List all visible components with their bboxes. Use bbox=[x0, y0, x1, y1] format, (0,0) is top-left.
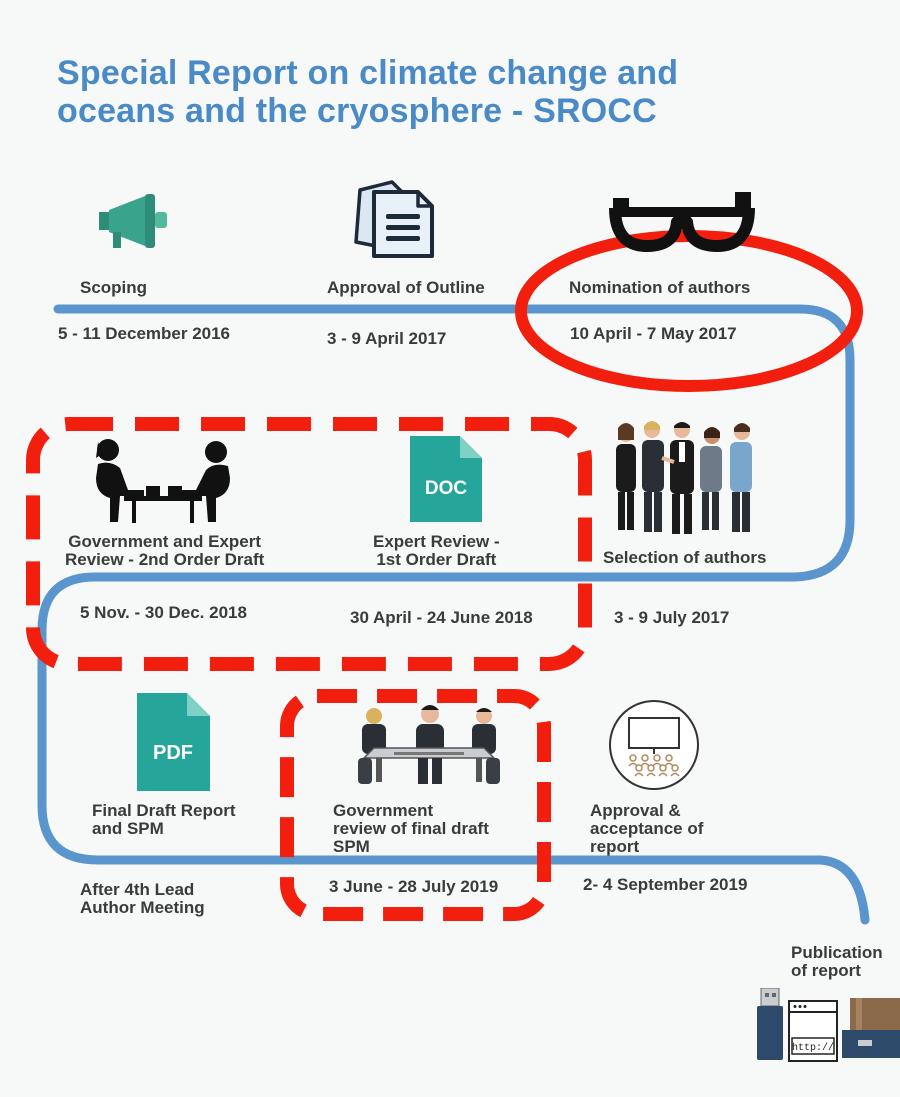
label-line: acceptance of bbox=[590, 819, 704, 838]
label-line: of report bbox=[791, 961, 861, 980]
highlight-dashed-box-spm bbox=[280, 689, 551, 921]
stage-label-approval-outline: Approval of Outline bbox=[327, 278, 485, 297]
label-line: Approval & bbox=[590, 801, 681, 820]
date-line: Author Meeting bbox=[80, 898, 205, 917]
stage-label-publication: Publication of report bbox=[791, 944, 883, 980]
stage-label-selection: Selection of authors bbox=[603, 548, 767, 567]
doc-file-icon: DOC bbox=[410, 436, 482, 522]
label-line: Expert Review - bbox=[373, 532, 500, 551]
label-line: and SPM bbox=[92, 819, 164, 838]
stage-date-nomination: 10 April - 7 May 2017 bbox=[570, 324, 737, 343]
title-line-2: oceans and the cryosphere - SROCC bbox=[57, 92, 657, 130]
stage-label-final-draft: Final Draft Report and SPM bbox=[92, 802, 236, 838]
date-line: After 4th Lead bbox=[80, 880, 195, 899]
stage-label-approval-acceptance: Approval & acceptance of report bbox=[590, 802, 703, 856]
label-line: report bbox=[590, 837, 640, 856]
doc-icon-text: DOC bbox=[425, 478, 468, 499]
people-group-icon bbox=[616, 421, 752, 534]
megaphone-icon bbox=[99, 194, 167, 248]
stage-label-gov-expert-review: Government and Expert Review - 2nd Order… bbox=[65, 533, 264, 569]
label-line: Government and Expert bbox=[68, 532, 262, 551]
glasses-icon bbox=[609, 192, 755, 252]
timeline-path bbox=[37, 304, 870, 925]
page-title: Special Report on climate change and oce… bbox=[57, 54, 857, 130]
label-line: Review - 2nd Order Draft bbox=[65, 550, 265, 569]
stage-label-nomination: Nomination of authors bbox=[569, 278, 751, 297]
documents-icon bbox=[354, 180, 434, 258]
stage-label-expert-review: Expert Review - 1st Order Draft bbox=[373, 533, 500, 569]
label-line: review of final draft bbox=[333, 819, 489, 838]
title-line-1: Special Report on climate change and bbox=[57, 54, 679, 92]
label-line: SPM bbox=[333, 837, 370, 856]
stage-date-gov-expert-review: 5 Nov. - 30 Dec. 2018 bbox=[80, 603, 247, 622]
presentation-audience-icon bbox=[609, 700, 699, 790]
book-box-icon bbox=[842, 998, 900, 1058]
stage-date-approval-acceptance: 2- 4 September 2019 bbox=[583, 875, 748, 894]
stage-label-gov-review-final-spm: Government review of final draft SPM bbox=[333, 802, 489, 856]
stage-date-selection: 3 - 9 July 2017 bbox=[614, 608, 730, 627]
stage-date-scoping: 5 - 11 December 2016 bbox=[58, 324, 231, 343]
http-label: http:// bbox=[792, 1042, 834, 1054]
conference-table-icon bbox=[358, 705, 500, 784]
stage-date-expert-review: 30 April - 24 June 2018 bbox=[350, 608, 533, 627]
stage-label-scoping: Scoping bbox=[80, 278, 148, 297]
browser-window-icon: http:// bbox=[788, 1000, 838, 1062]
usb-drive-icon bbox=[757, 988, 783, 1060]
highlight-dashed-box-reviews bbox=[26, 417, 592, 671]
label-line: Government bbox=[333, 801, 434, 820]
stage-date-final-draft: After 4th Lead Author Meeting bbox=[80, 881, 205, 917]
label-line: Publication bbox=[791, 943, 883, 962]
pdf-file-icon: PDF bbox=[137, 693, 210, 791]
label-line: 1st Order Draft bbox=[376, 550, 497, 569]
meeting-desk-icon bbox=[96, 439, 230, 523]
stage-date-approval-outline: 3 - 9 April 2017 bbox=[327, 329, 447, 348]
label-line: Final Draft Report bbox=[92, 801, 236, 820]
pdf-icon-text: PDF bbox=[153, 742, 193, 764]
stage-date-gov-review-final-spm: 3 June - 28 July 2019 bbox=[329, 877, 499, 896]
